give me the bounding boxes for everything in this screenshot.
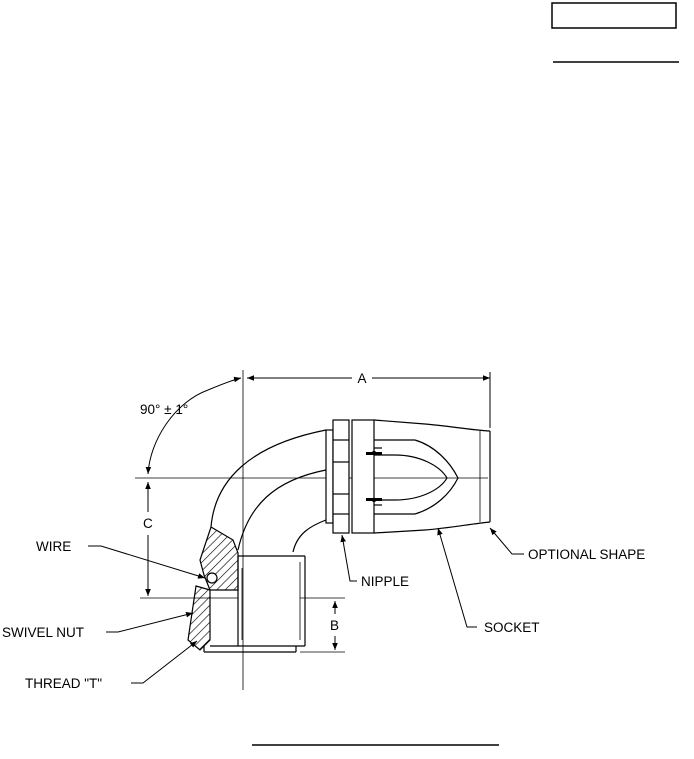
- nipple: [325, 419, 350, 534]
- leader-nipple: NIPPLE: [340, 534, 409, 589]
- thread-label: THREAD "T": [25, 676, 102, 691]
- leader-thread: THREAD "T": [25, 640, 198, 691]
- leader-optional-shape: OPTIONAL SHAPE: [489, 527, 645, 562]
- angle-label: 90° ± 1°: [140, 402, 188, 417]
- dimension-a: A: [247, 371, 491, 428]
- wire-label: WIRE: [36, 539, 71, 554]
- wire-circle: [206, 572, 218, 584]
- dimension-b: B: [300, 597, 345, 653]
- dim-a-label: A: [357, 371, 366, 386]
- nipple-label: NIPPLE: [361, 574, 409, 589]
- swivel-nut: [187, 526, 306, 653]
- title-box: [551, 2, 677, 29]
- leader-swivel-nut: SWIVEL NUT: [2, 612, 194, 640]
- dim-c-label: C: [143, 516, 153, 531]
- swivel-nut-label: SWIVEL NUT: [2, 625, 84, 640]
- socket: [351, 419, 491, 534]
- optional-shape-label: OPTIONAL SHAPE: [528, 547, 645, 562]
- leader-wire: WIRE: [36, 539, 206, 579]
- socket-pins: [366, 450, 382, 503]
- dim-b-label: B: [330, 618, 339, 633]
- socket-label: SOCKET: [484, 620, 540, 635]
- leader-socket: SOCKET: [437, 527, 540, 635]
- elbow-body: [210, 429, 327, 553]
- angle-dimension: 90° ± 1°: [140, 376, 242, 475]
- dimension-c: C: [140, 482, 238, 599]
